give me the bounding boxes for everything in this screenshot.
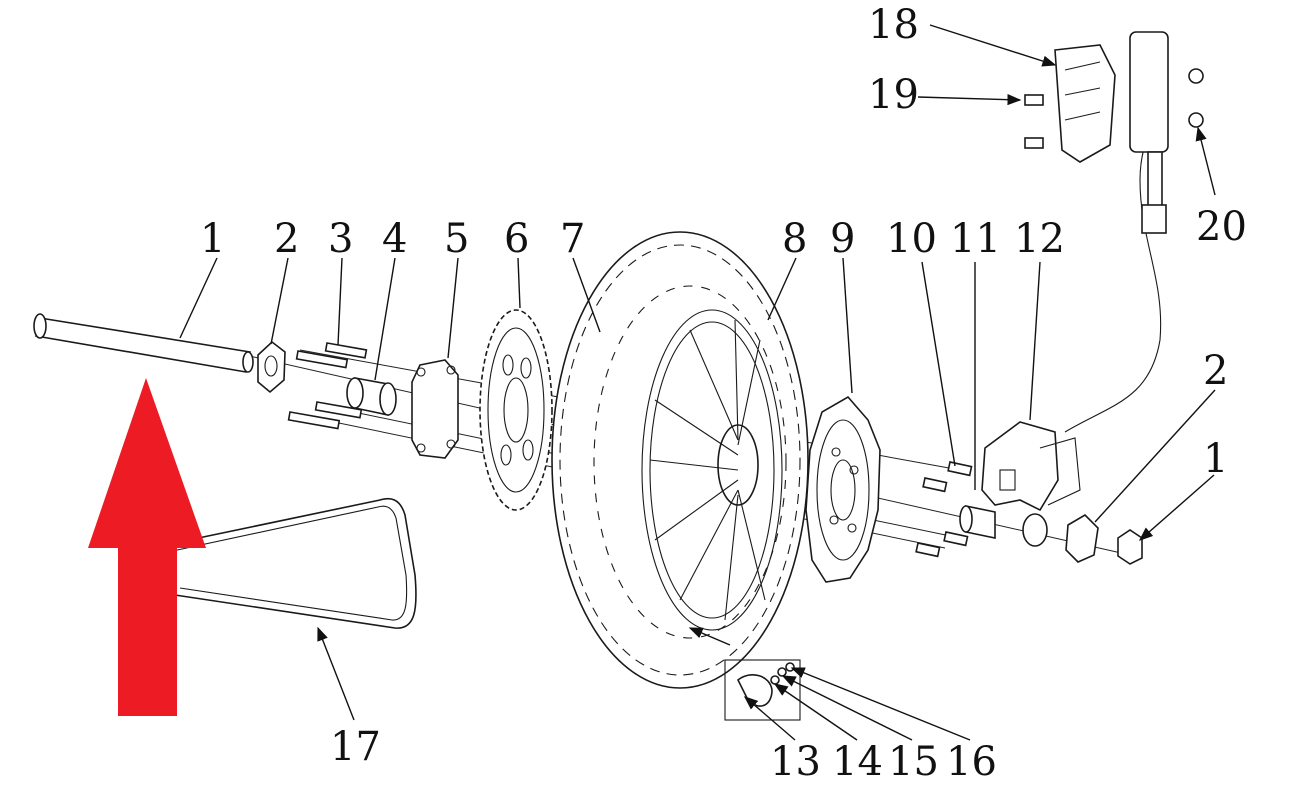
part-spacer-left [346,377,397,416]
callout-2-right-adjuster: 2 [1203,348,1228,394]
part-bolts-left [287,342,368,430]
part-rear-sprocket [479,309,553,511]
brake-hose [1064,119,1162,433]
callout-19-bolts: 19 [868,72,919,118]
callout-18-guard: 18 [868,2,919,48]
part-adjuster-right [1065,513,1099,563]
callout-3-bolts: 3 [328,216,353,262]
callout-1-right-nut: 1 [1203,436,1228,482]
part-master-cylinder [1129,31,1169,234]
part-master-cylinder-guard [1054,44,1116,163]
callout-7-tire: 7 [560,216,585,262]
callout-15: 15 [888,739,939,785]
part-mounting-bolts [1024,68,1204,149]
part-brake-caliper [981,421,1081,547]
callout-5-plate: 5 [444,216,469,262]
part-rear-tire [551,231,809,689]
part-adjuster-left [257,340,286,394]
callout-1-axle: 1 [200,216,225,262]
part-rim-spokes [641,309,783,631]
callout-6-sprocket: 6 [504,216,529,262]
part-valve-detail [724,659,801,721]
callout-9-disc: 9 [830,216,855,262]
callout-16: 16 [946,739,997,785]
callout-13: 13 [770,739,821,785]
callout-8-rim: 8 [782,216,807,262]
highlight-arrow [88,378,206,716]
callout-20-nuts: 20 [1196,204,1247,250]
part-sprocket-plate [411,359,459,459]
callout-2-adjuster: 2 [274,216,299,262]
callout-4-spacer: 4 [382,216,407,262]
part-drive-chain [164,497,417,629]
callout-labels: 1 2 3 4 5 6 7 8 9 10 11 12 2 1 17 13 14 … [200,2,1247,785]
callout-10-disc-bolts: 10 [886,216,937,262]
callout-14: 14 [832,739,883,785]
leader-lines [179,24,1216,741]
part-disc-bolts [915,461,973,558]
part-axle [33,313,254,373]
part-brake-disc [805,395,881,583]
part-axle-nut [1117,529,1143,565]
callout-12-caliper: 12 [1014,216,1065,262]
callout-17-chain: 17 [330,724,381,770]
part-spacer-right [959,505,996,539]
callout-11-spacer: 11 [950,216,1001,262]
